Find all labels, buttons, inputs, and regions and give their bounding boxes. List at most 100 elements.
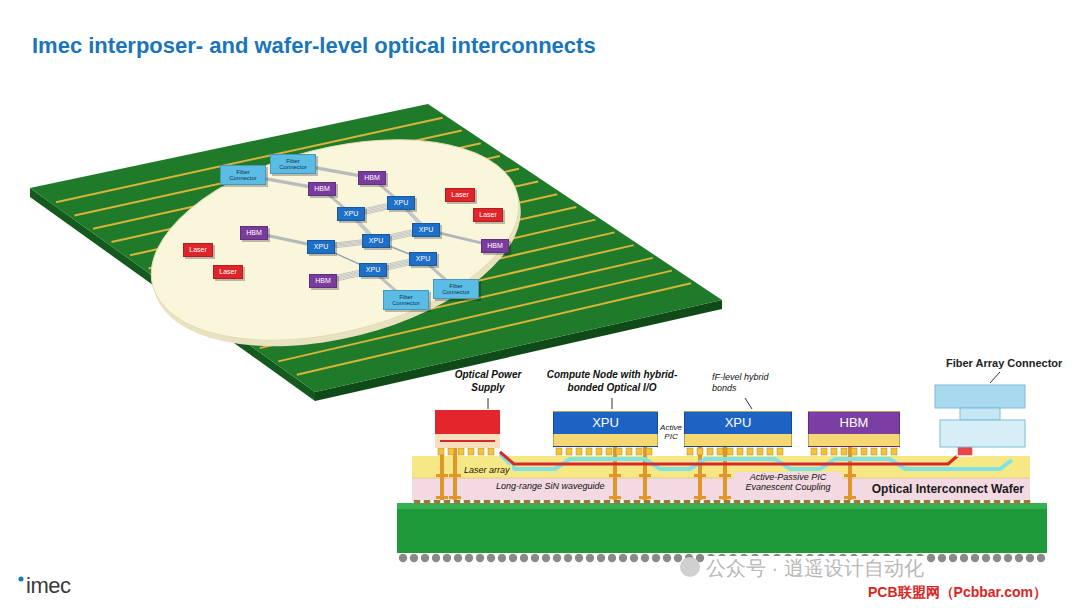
node-label: XPU (419, 226, 433, 233)
via (723, 447, 727, 500)
via-pad (609, 474, 621, 477)
hbm-chip: HBM (308, 182, 336, 196)
micro-bond (871, 448, 877, 455)
fiber-connector (940, 420, 1025, 447)
xpu-chip: XPU (362, 234, 390, 248)
micro-bond (851, 448, 857, 455)
micro-bond (891, 448, 897, 455)
node-label: Fiber Connector (386, 294, 426, 307)
node-label: Fiber Connector (436, 283, 476, 296)
laser-chip: Laser (473, 208, 503, 222)
through-vias (436, 447, 856, 500)
via-pad (719, 474, 731, 477)
watermark-icon (680, 557, 700, 577)
wafer-substrate (412, 478, 1030, 500)
leader-line (745, 398, 752, 409)
xpu-chip: XPU (337, 207, 365, 221)
node-label: XPU (592, 416, 619, 429)
via-pad (436, 496, 448, 499)
via-pad (844, 496, 856, 499)
node-label: HBM (840, 416, 869, 429)
xpu-die: XPU (684, 411, 792, 447)
node-label: HBM (315, 277, 331, 284)
bga-ball (597, 554, 605, 562)
node-label: HBM (314, 185, 330, 192)
micro-bond (626, 448, 632, 455)
bga-ball (938, 554, 946, 562)
sin-waveguide (500, 454, 1012, 469)
node-label: HBM (487, 242, 503, 249)
optical-path (500, 452, 962, 464)
node-label: XPU (344, 210, 358, 217)
via-pad (844, 474, 856, 477)
bga-ball (993, 554, 1001, 562)
via-pad (694, 496, 706, 499)
chip-interconnects (239, 162, 499, 303)
callout-label: Optical Power Supply (450, 369, 526, 394)
micro-bond (646, 448, 652, 455)
via-pad (694, 474, 706, 477)
hbm-chip: HBM (358, 171, 386, 185)
node-label: XPU (416, 255, 430, 262)
fiber-connector (935, 385, 1025, 408)
logo-dot (19, 577, 24, 582)
bga-ball (487, 554, 495, 562)
optical-interconnect-wafer: Optical Interconnect Wafer (412, 456, 1030, 500)
micro-bond (556, 448, 562, 455)
micro-bond (606, 448, 612, 455)
bga-ball (982, 554, 990, 562)
via-pad (436, 474, 448, 477)
callout-label: Laser array (462, 465, 512, 476)
micro-bond (767, 448, 773, 455)
bga-ball (960, 554, 968, 562)
micro-bond (811, 448, 817, 455)
micro-bond (488, 448, 494, 455)
leader-line (488, 398, 489, 409)
micro-bond (717, 448, 723, 455)
micro-bond (468, 448, 474, 455)
node-label: XPU (314, 243, 328, 250)
pcb (397, 503, 1047, 553)
micro-bond (757, 448, 763, 455)
watermark: 公众号 · 逍遥设计自动化 (704, 556, 926, 581)
node-label: HBM (364, 174, 380, 181)
micro-bond (737, 448, 743, 455)
bga-ball (630, 554, 638, 562)
xpu-chip: XPU (359, 263, 387, 277)
node-label: XPU (369, 237, 383, 244)
micro-bond (596, 448, 602, 455)
xpu-chip: XPU (307, 240, 335, 254)
fiber-connector-chip: Fiber Connector (270, 154, 316, 174)
bga-ball (542, 554, 550, 562)
node-label: Optical Interconnect Wafer (870, 482, 1026, 496)
node-label: Laser (451, 191, 469, 198)
bga-ball (1004, 554, 1012, 562)
bga-ball (1026, 554, 1034, 562)
callout-label: fF-level hybrid bonds (712, 372, 778, 395)
micro-bond (841, 448, 847, 455)
xpu-chip: XPU (412, 223, 440, 237)
micro-bond (616, 448, 622, 455)
node-label: Laser (189, 246, 207, 253)
layer-line (412, 478, 1030, 479)
micro-bond (747, 448, 753, 455)
leader-line (612, 398, 613, 409)
node-label: Laser (219, 268, 237, 275)
bga-ball (652, 554, 660, 562)
micro-bond (576, 448, 582, 455)
fiber-connector-chip: Fiber Connector (433, 279, 479, 299)
bga-ball (608, 554, 616, 562)
bga-ball (949, 554, 957, 562)
xpu-chip: XPU (409, 252, 437, 266)
logo: imec (26, 572, 70, 600)
via (698, 447, 702, 500)
bga-ball (454, 554, 462, 562)
micro-bond (707, 448, 713, 455)
via-pad (449, 496, 461, 499)
via-pad (639, 474, 651, 477)
via-pad (639, 496, 651, 499)
bga-ball (564, 554, 572, 562)
bga-ball (663, 554, 671, 562)
wafer (130, 105, 539, 374)
